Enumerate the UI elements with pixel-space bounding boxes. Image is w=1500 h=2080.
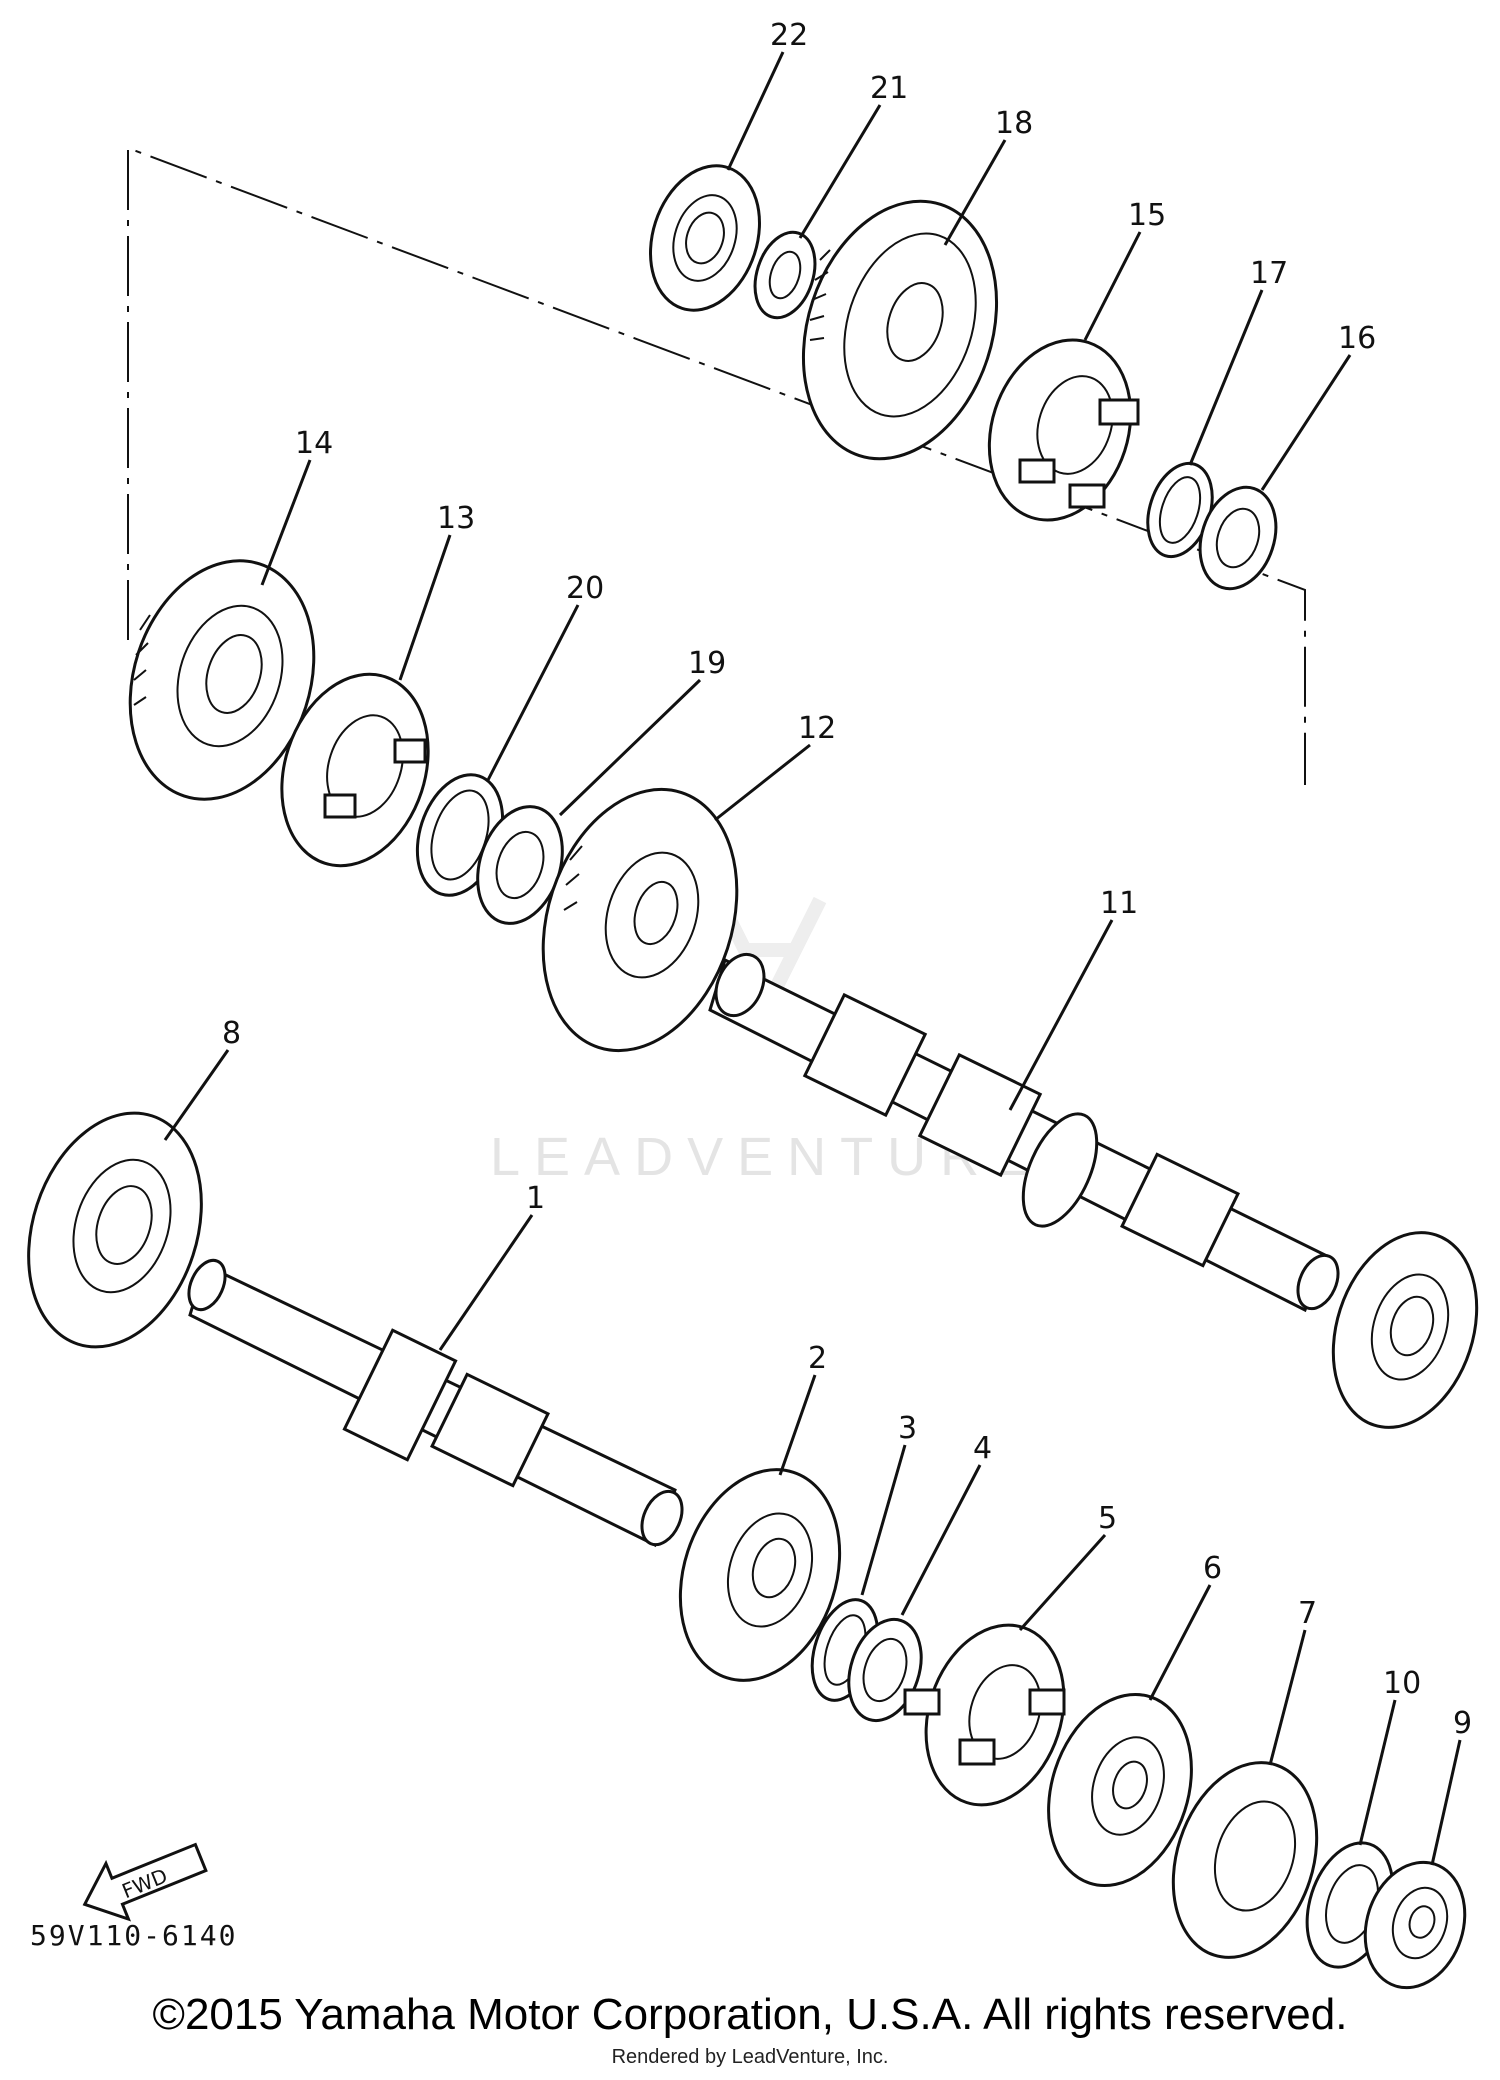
- fwd-arrow-icon: FWD: [82, 1842, 208, 1922]
- callout-22: 22: [770, 18, 808, 53]
- fwd-label: FWD: [118, 1864, 170, 1904]
- callout-11: 11: [1100, 886, 1138, 921]
- callout-2: 2: [808, 1341, 827, 1376]
- rendered-by-credit: Rendered by LeadVenture, Inc.: [611, 2046, 889, 2068]
- callout-4: 4: [973, 1431, 992, 1466]
- part-18-gear: [801, 199, 999, 461]
- part-5-gear: [903, 1623, 1066, 1807]
- callout-13: 13: [437, 501, 475, 536]
- callout-7: 7: [1298, 1596, 1317, 1631]
- callout-18: 18: [995, 106, 1033, 141]
- callout-3: 3: [898, 1411, 917, 1446]
- part-15-gear: [987, 338, 1140, 522]
- part-11-shaft: [708, 952, 1340, 1313]
- callout-17: 17: [1250, 256, 1288, 291]
- callout-19: 19: [688, 646, 726, 681]
- leader-lines: [163, 51, 1462, 1866]
- callout-12: 12: [798, 711, 836, 746]
- bearing-right: [1331, 1231, 1479, 1429]
- callout-21: 21: [870, 71, 908, 106]
- part-16-washer: [1198, 485, 1278, 591]
- part-12-gear: [541, 787, 739, 1053]
- callout-9: 9: [1453, 1706, 1472, 1741]
- callout-8: 8: [222, 1016, 241, 1051]
- part-8-bearing: [27, 1111, 203, 1349]
- part-7-gear: [1171, 1761, 1319, 1959]
- part-4-washer: [847, 1617, 923, 1723]
- diagram-reference-code: 59V110-6140: [30, 1919, 237, 1952]
- callout-1: 1: [526, 1181, 545, 1216]
- part-14-gear: [128, 559, 316, 801]
- part-1-shaft: [187, 1258, 684, 1548]
- callout-20: 20: [566, 571, 604, 606]
- part-2-gear: [678, 1468, 842, 1682]
- callout-15: 15: [1128, 198, 1166, 233]
- callout-6: 6: [1203, 1551, 1222, 1586]
- part-21-washer: [753, 230, 817, 320]
- group-bracket: [127, 146, 1306, 785]
- callout-16: 16: [1338, 321, 1376, 356]
- callout-14: 14: [295, 426, 333, 461]
- callout-10: 10: [1383, 1666, 1421, 1701]
- callout-5: 5: [1098, 1501, 1117, 1536]
- copyright-notice: ©2015 Yamaha Motor Corporation, U.S.A. A…: [152, 1990, 1348, 2039]
- part-9-bearing: [1363, 1860, 1467, 1990]
- callout-labels: 22 21 18 15 17 16 14 13 20 19 12 11 8 1 …: [222, 18, 1472, 1741]
- part-13-gear: [280, 672, 430, 868]
